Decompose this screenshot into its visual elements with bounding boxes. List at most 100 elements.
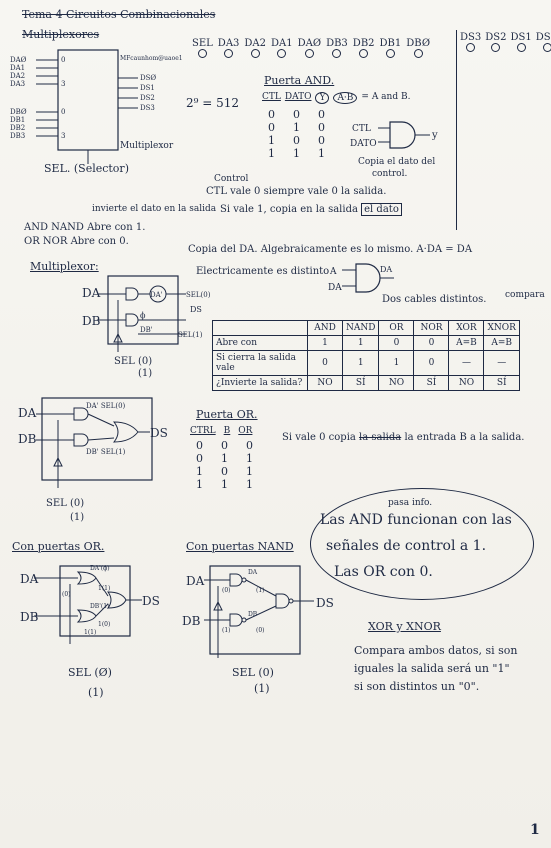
compare-cell: Abre con	[212, 335, 308, 351]
compare-cell: 0	[413, 350, 450, 376]
orc-sel: SEL (Ø)	[68, 666, 112, 679]
mux-in-b0: DBØ	[10, 108, 27, 116]
power-note: 2⁹ = 512	[186, 96, 240, 110]
and-equation: = A and B.	[361, 92, 411, 102]
signal-right-1: DS2	[485, 32, 506, 55]
orc-sel2: (1)	[88, 686, 104, 699]
d2-da-sel: DA' SEL(0)	[86, 402, 126, 410]
or-cell: 0	[221, 439, 228, 452]
and-cell: 0	[268, 108, 275, 121]
signal-right-0: DS3	[460, 32, 481, 55]
or-circuit-diagram: DA'(ϕ) 1(1) (0) DB'(1) 1(0) 1(1)	[34, 565, 142, 644]
signal-3: DA1	[271, 38, 293, 61]
and-h-ab: A·B	[333, 92, 358, 104]
signal-5: DB3	[326, 38, 348, 61]
mux-section-title: Multiplexor:	[30, 260, 99, 273]
cloud-small: pasa info.	[388, 498, 433, 508]
and-cell: 0	[318, 121, 325, 134]
or-cell: 1	[221, 478, 228, 491]
mux-in-b2: DB2	[10, 124, 25, 132]
signal-label: DA2	[244, 38, 267, 49]
pin-circle-icon	[277, 49, 287, 58]
pin-circle-icon	[304, 49, 314, 58]
control-line-2: Si vale 1, copia en la salida el dato	[220, 203, 402, 216]
signals-right: DS3DS2DS1DSØ	[460, 32, 551, 55]
orc-inner-3: DB'(1)	[90, 603, 109, 610]
or-h-b: B	[223, 426, 231, 436]
mux-out-2: DS2	[140, 94, 155, 102]
d2-ds: DS	[150, 426, 168, 440]
or-note-start: Si vale 0 copia	[282, 432, 356, 443]
xor-line-1: Compara ambos datos, si son	[354, 644, 518, 657]
or-note-struck: la salida	[359, 432, 402, 443]
nandc-inner-5: (0)	[256, 627, 265, 634]
signal-7: DB1	[379, 38, 402, 61]
signal-right-label: DS1	[510, 32, 532, 43]
and-cell: 0	[268, 121, 275, 134]
pin-circle-icon	[542, 43, 551, 52]
nandc-da: DA	[186, 574, 205, 588]
orc-db: DB	[20, 610, 39, 624]
compare-cell: ¿Invierte la salida?	[212, 375, 308, 391]
or-circuit-title: Con puertas OR.	[12, 540, 105, 553]
and-h-dato: DATO	[284, 92, 312, 102]
d2-sel-bottom: SEL (0)	[46, 498, 85, 509]
and-copy-note-1: Copia el dato del	[358, 157, 436, 167]
signal-right-label: DS2	[485, 32, 507, 43]
nand-circuit-diagram: DA (0) DB (1) (1) (0)	[204, 565, 314, 658]
orc-inner-2: (0)	[62, 591, 71, 598]
compare-cell: 1	[341, 335, 380, 351]
compare-cell: NO	[448, 375, 485, 391]
signal-right-2: DS1	[510, 32, 532, 55]
line-and-nand: AND NAND Abre con 1.	[24, 222, 146, 233]
elec-diff-note: Electricamente es distinto	[196, 266, 330, 277]
compare-header-cell: AND	[307, 320, 343, 336]
compare-cell: —	[448, 350, 485, 376]
and-cell: 1	[318, 147, 325, 160]
nandc-db: DB	[182, 614, 201, 628]
d2-da: DA	[18, 406, 37, 420]
svg-text:DA: DA	[380, 265, 392, 274]
or-title: Puerta OR.	[196, 408, 258, 421]
control-line-2-text: Si vale 1, copia en la salida	[220, 204, 358, 215]
compare-cell: 0	[378, 335, 415, 351]
mux-in-a3: DA3	[10, 80, 25, 88]
or-cell: 1	[246, 452, 253, 465]
compare-header-cell	[212, 320, 308, 336]
and-cell: 0	[293, 134, 300, 147]
d1-db-prime: DB'	[140, 326, 153, 334]
nand-circuit-title: Con puertas NAND	[186, 540, 294, 553]
mux-out-1: DS1	[140, 84, 155, 92]
compare-header-cell: NOR	[413, 320, 450, 336]
and-sym-dato: DATO	[350, 139, 377, 149]
signal-label: DB1	[379, 38, 402, 49]
cloud-line-3: Las OR con 0.	[334, 564, 433, 580]
signal-0: SEL	[192, 38, 213, 61]
invert-note: invierte el dato en la salida	[92, 204, 217, 214]
or-cell: 1	[196, 465, 203, 478]
copy-da-note: Copia del DA. Algebraicamente es lo mism…	[188, 244, 473, 255]
and-h-y: Y	[315, 92, 330, 104]
nandc-inner-3: (1)	[222, 627, 231, 634]
compare-cell: 1	[307, 335, 343, 351]
signal-2: DA2	[244, 38, 266, 61]
mux-diagram-2: DA' SEL(0) DB' SEL(1)	[36, 397, 153, 488]
or-cell: 0	[221, 465, 228, 478]
signal-6: DB2	[353, 38, 375, 61]
mux-label: Multiplexor	[120, 141, 174, 151]
d1-sel1: SEL(1)	[178, 331, 203, 339]
mux-block-diagram: DAØ DA1 DA2 DA3 DBØ DB1 DB2 DB3 0 3 0 3 …	[10, 49, 183, 164]
pin-circle-icon	[413, 49, 423, 58]
or-cell: 1	[221, 452, 228, 465]
mux-pin-3a: 3	[61, 80, 65, 88]
